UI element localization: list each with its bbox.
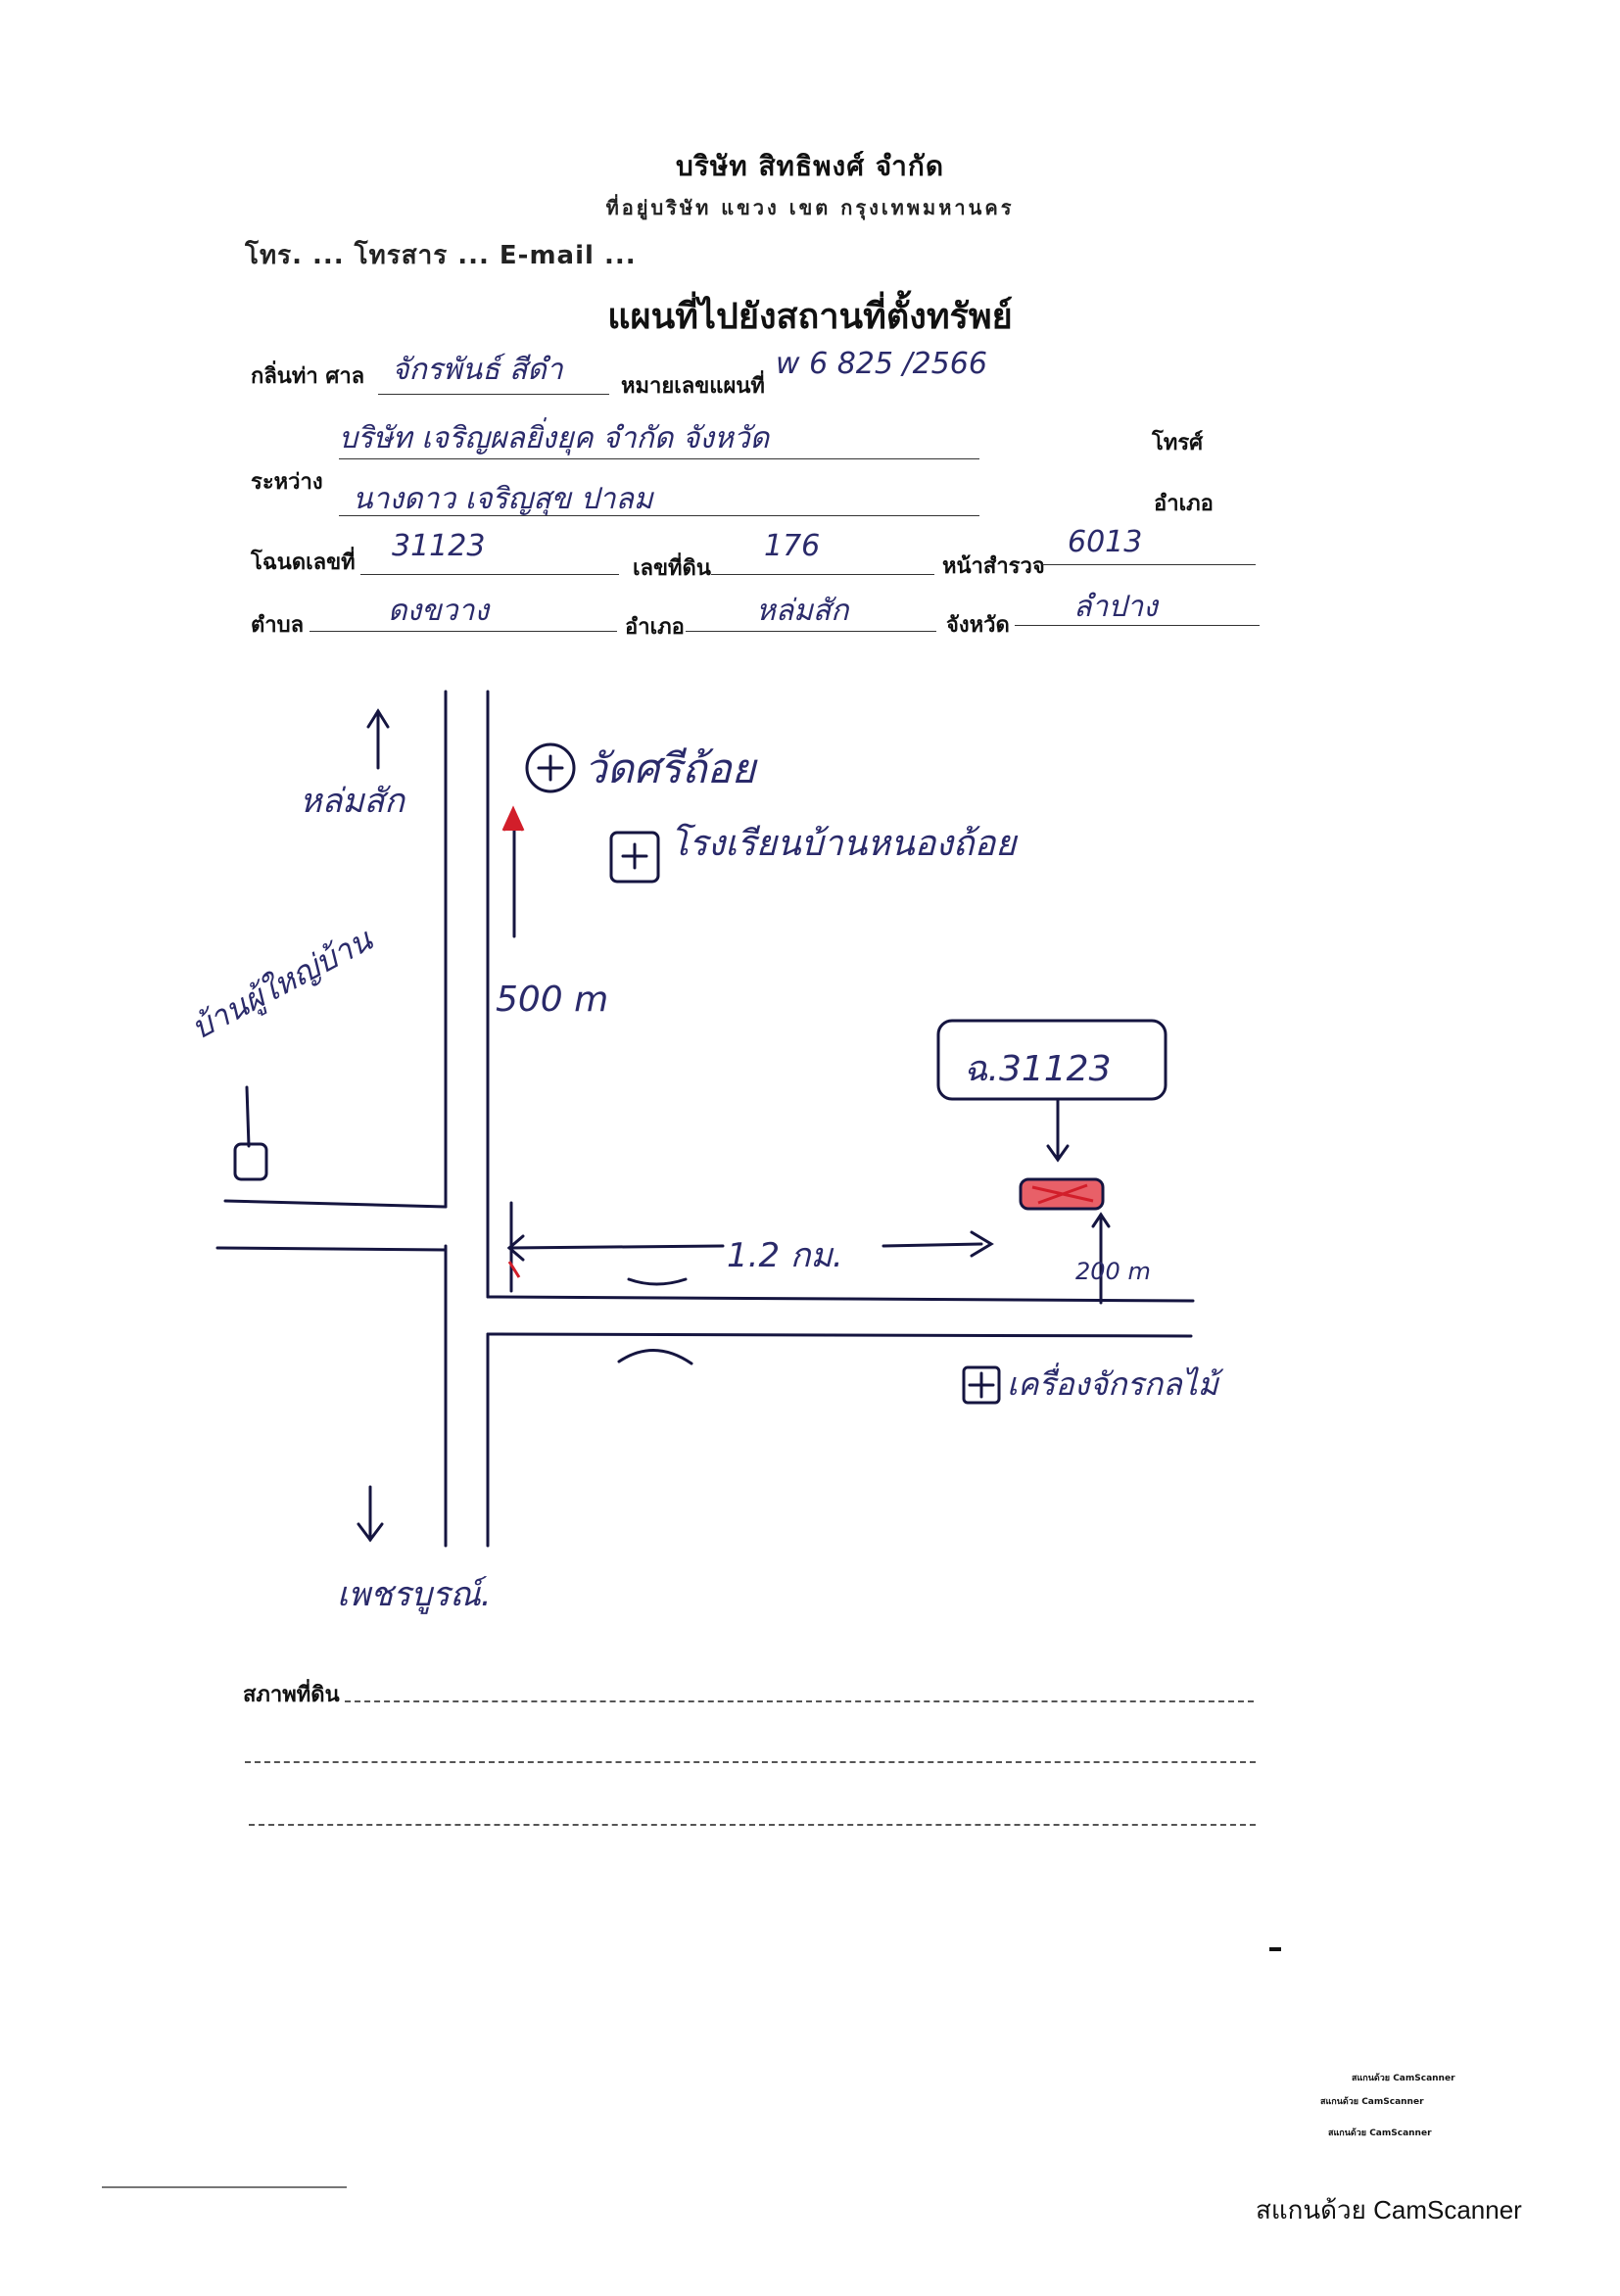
school-marker bbox=[609, 831, 660, 884]
land-condition-label: สภาพที่ดิน bbox=[243, 1683, 340, 1707]
address-underline-1 bbox=[339, 458, 979, 459]
side-road-upper bbox=[223, 1199, 448, 1209]
east-road-upper bbox=[486, 1295, 1195, 1303]
address-underline-2 bbox=[339, 515, 979, 516]
deed-callout-text: ฉ.31123 bbox=[964, 1049, 1112, 1089]
land-no-value: 176 bbox=[764, 529, 821, 563]
district-underline bbox=[686, 631, 936, 632]
company-address: ที่อยู่บริษัท แขวง เขต กรุงเทพมหานคร bbox=[605, 196, 1015, 219]
district-label: อำเภอ bbox=[625, 615, 685, 640]
machinery-marker bbox=[962, 1365, 1001, 1405]
deed-label: โฉนดเลขที่ bbox=[251, 550, 356, 575]
machinery-label: เครื่องจักรกลไม้ bbox=[1007, 1365, 1218, 1403]
phone-label: โทรศ์ bbox=[1152, 431, 1204, 455]
north-arrow-head bbox=[366, 708, 390, 729]
scan-speck bbox=[1269, 1947, 1281, 1951]
survey-underline bbox=[1042, 564, 1256, 565]
tiny-stamp-2: สแกนด้วย CamScanner bbox=[1320, 2097, 1424, 2107]
south-direction-label: เพชรบูรณ์. bbox=[337, 1575, 492, 1614]
side-road-lower bbox=[215, 1246, 448, 1252]
school-label: โรงเรียนบ้านหนองถ้อย bbox=[670, 824, 1017, 864]
survey-value: 6013 bbox=[1068, 525, 1143, 559]
ref-label: หมายเลขแผนที่ bbox=[621, 374, 765, 399]
camscanner-watermark: สแกนด้วย CamScanner bbox=[1256, 2195, 1522, 2224]
company-name: บริษัท สิทธิพงศ์ จำกัด bbox=[675, 150, 945, 182]
vertical-distance: 500 m bbox=[496, 980, 609, 1020]
amphoe-label-right: อำเภอ bbox=[1154, 492, 1214, 516]
owner-value: จักรพันธ์ สีดำ bbox=[392, 353, 563, 387]
village-pin-line bbox=[245, 1085, 251, 1148]
short-distance: 200 m bbox=[1075, 1258, 1151, 1285]
province-value: ลำปาง bbox=[1073, 590, 1158, 624]
bridge-mark-lower bbox=[617, 1349, 693, 1365]
land-condition-line-2 bbox=[245, 1761, 1256, 1763]
company-contact: โทร. ... โทรสาร ... E-mail ... bbox=[245, 241, 637, 270]
south-arrow-head bbox=[357, 1522, 384, 1543]
bridge-mark-upper bbox=[627, 1277, 688, 1286]
land-no-underline bbox=[711, 574, 934, 575]
deed-value: 31123 bbox=[392, 529, 486, 563]
land-no-label: เลขที่ดิน bbox=[633, 556, 711, 581]
village-pin-box bbox=[233, 1142, 268, 1181]
deed-callout-box bbox=[936, 1019, 1167, 1101]
province-label: จังหวัด bbox=[946, 613, 1010, 638]
land-condition-line-1 bbox=[345, 1700, 1254, 1702]
address-label: ระหว่าง bbox=[251, 470, 323, 495]
document-title: แผนที่ไปยังสถานที่ตั้งทรัพย์ bbox=[607, 296, 1013, 337]
province-underline bbox=[1015, 625, 1260, 626]
temple-marker bbox=[525, 742, 576, 793]
tambon-label: ตำบล bbox=[251, 613, 305, 638]
land-condition-line-3 bbox=[249, 1824, 1256, 1826]
owner-underline bbox=[378, 394, 609, 395]
tiny-stamp-3: สแกนด้วย CamScanner bbox=[1328, 2129, 1432, 2138]
owner-label: กลิ่นท่า ศาล bbox=[251, 364, 365, 389]
temple-label: วัดศรีถ้อย bbox=[584, 744, 756, 792]
east-road-lower bbox=[486, 1332, 1193, 1338]
ref-value: w 6 825 /2566 bbox=[776, 347, 987, 381]
red-arrow-up bbox=[501, 805, 525, 832]
tiny-stamp-1: สแกนด้วย CamScanner bbox=[1352, 2074, 1455, 2083]
address-line-1: บริษัท เจริญผลยิ่งยุค จำกัด จังหวัด bbox=[339, 421, 770, 455]
survey-label: หน้าสำรวจ bbox=[942, 554, 1045, 579]
north-direction-label: หล่มสัก bbox=[300, 782, 405, 821]
horizontal-distance: 1.2 กม. bbox=[727, 1236, 843, 1275]
tambon-value: ดงขวาง bbox=[388, 594, 489, 628]
scan-edge-line bbox=[102, 2186, 347, 2188]
tambon-underline bbox=[310, 631, 617, 632]
address-line-2: นางดาว เจริญสุข ปาลม bbox=[353, 482, 653, 516]
deed-underline bbox=[360, 574, 619, 575]
district-value: หล่มสัก bbox=[756, 594, 849, 628]
